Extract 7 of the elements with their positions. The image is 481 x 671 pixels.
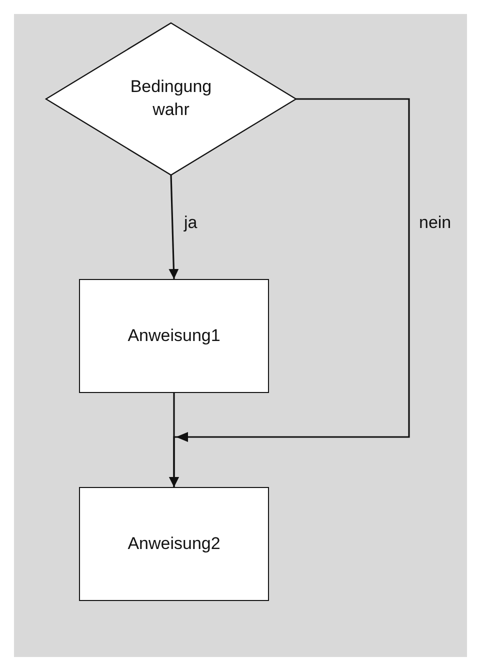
edge-label: nein: [419, 214, 452, 231]
edge-label: ja: [184, 214, 198, 231]
process-box: [79, 487, 269, 601]
node-text: Anweisung1: [128, 324, 220, 347]
node-text: Anweisung2: [128, 532, 220, 555]
process-box: [79, 279, 269, 393]
node-text: Bedingung wahr: [129, 76, 213, 121]
